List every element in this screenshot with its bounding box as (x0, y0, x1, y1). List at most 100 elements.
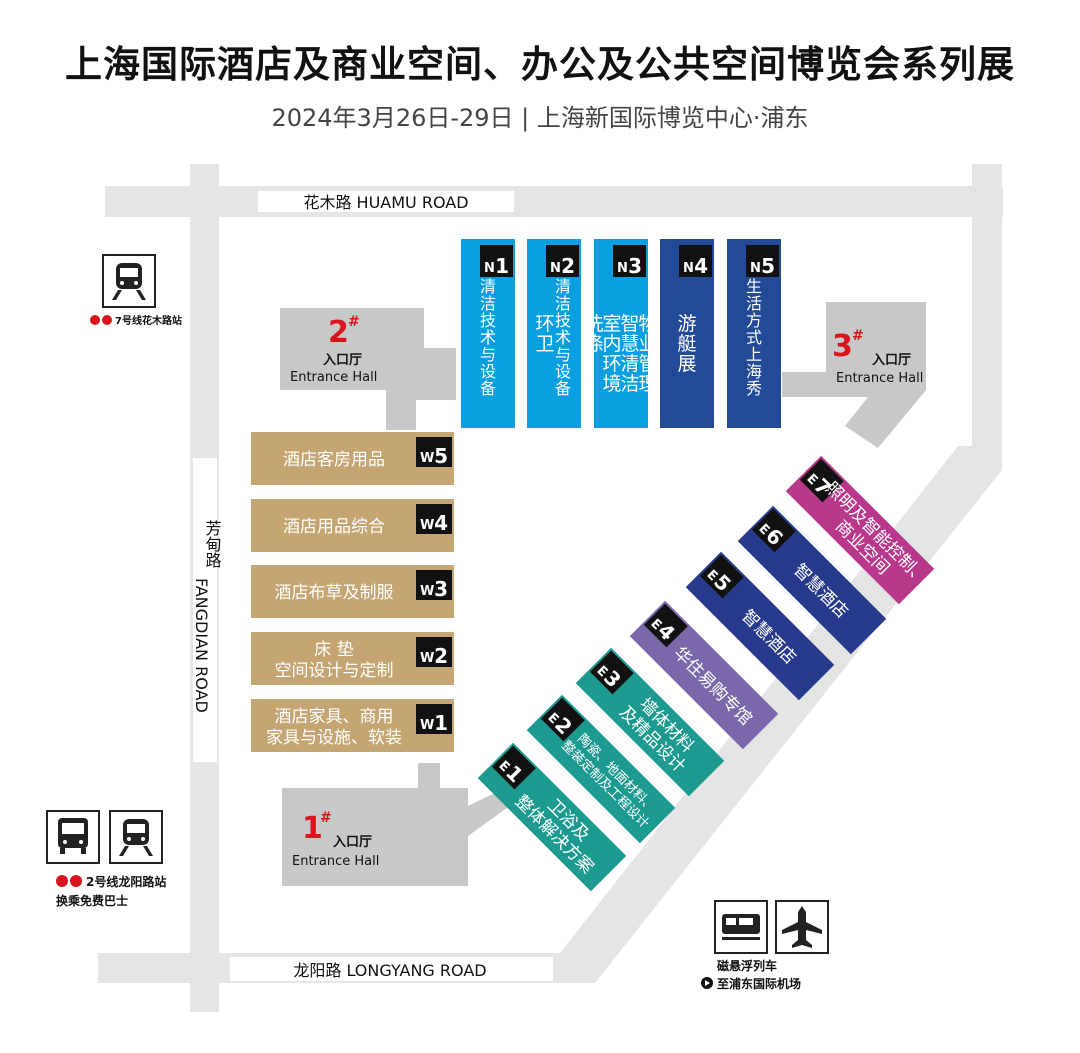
svg-text:Entrance Hall: Entrance Hall (290, 370, 377, 385)
svg-text:磁悬浮列车: 磁悬浮列车 (716, 958, 777, 973)
svg-text:境: 境 (602, 373, 621, 395)
north-road (105, 186, 1003, 217)
svg-text:方: 方 (746, 311, 762, 330)
svg-text:N: N (550, 261, 561, 276)
hall-label: 酒店家具、商用 (275, 707, 394, 727)
hall-label: 酒店客房用品 (283, 450, 385, 470)
svg-text:Entrance Hall: Entrance Hall (292, 854, 379, 869)
svg-text:1: 1 (495, 254, 509, 278)
svg-text:清: 清 (480, 277, 496, 296)
entrance-1-label: 1 # 入口厅 Entrance Hall (292, 810, 379, 869)
hall-label: 空间设计与定制 (275, 661, 394, 681)
svg-text:术: 术 (480, 328, 496, 347)
svg-text:海: 海 (746, 362, 762, 381)
metro-train-icon (112, 263, 146, 300)
svg-text:1: 1 (302, 811, 323, 846)
svg-text:物: 物 (638, 313, 657, 335)
svg-text:秀: 秀 (746, 379, 762, 398)
svg-text:室: 室 (602, 313, 621, 335)
airplane-icon (782, 906, 822, 948)
svg-text:#: # (852, 328, 864, 344)
svg-text:洁: 洁 (620, 373, 639, 395)
svg-text:设: 设 (555, 362, 571, 381)
east-road (972, 164, 1002, 446)
entrance-hall-3 (782, 302, 926, 448)
svg-text:1: 1 (434, 711, 448, 735)
svg-text:3: 3 (434, 577, 448, 601)
north-road-label: 花木路 HUAMU ROAD (303, 193, 468, 212)
svg-text:5: 5 (761, 254, 775, 278)
entrance-hall-1 (282, 763, 515, 886)
svg-text:至浦东国际机场: 至浦东国际机场 (717, 976, 801, 991)
metro-2-station: 2号线龙阳路站 换乘免费巴士 (46, 810, 166, 908)
hall-label-column: 环卫 (535, 313, 554, 355)
metro-train-icon (119, 819, 153, 856)
svg-text:N: N (683, 261, 694, 276)
svg-text:卫: 卫 (535, 333, 554, 355)
svg-text:入口厅: 入口厅 (333, 835, 372, 850)
svg-text:N: N (484, 261, 495, 276)
page-subtitle: 2024年3月26日-29日 | 上海新国际博览中心·浦东 (271, 104, 809, 132)
svg-text:N: N (617, 261, 628, 276)
svg-text:管: 管 (638, 353, 657, 375)
svg-text:4: 4 (434, 511, 448, 535)
svg-text:慧: 慧 (620, 333, 639, 355)
svg-text:洁: 洁 (480, 294, 496, 313)
svg-text:W: W (420, 651, 434, 666)
svg-text:#: # (320, 810, 332, 826)
svg-text:入口厅: 入口厅 (323, 353, 362, 368)
svg-text:3: 3 (628, 254, 642, 278)
line-7-icon (102, 315, 112, 325)
svg-text:#: # (348, 314, 360, 330)
svg-text:技: 技 (555, 311, 571, 330)
svg-text:W: W (420, 584, 434, 599)
svg-text:环: 环 (602, 353, 621, 375)
svg-text:3: 3 (832, 329, 853, 364)
svg-text:2: 2 (561, 254, 575, 278)
west-road-label-cn: 芳甸路 (203, 520, 222, 568)
line-2-icon (70, 875, 82, 887)
svg-text:技: 技 (480, 311, 496, 330)
svg-text:上: 上 (746, 345, 762, 364)
entrance-3-label: 3 # 入口厅 Entrance Hall (832, 328, 923, 386)
svg-text:业: 业 (638, 333, 657, 355)
svg-text:术: 术 (555, 328, 571, 347)
hall-label: 酒店用品综合 (283, 517, 385, 537)
svg-text:与: 与 (480, 345, 496, 364)
hall-label-column: 游艇展 (677, 313, 696, 375)
svg-text:2号线龙阳路站: 2号线龙阳路站 (86, 874, 166, 889)
svg-text:理: 理 (638, 373, 657, 395)
entrance-2-label: 2 # 入口厅 Entrance Hall (290, 314, 377, 385)
svg-text:生: 生 (746, 277, 762, 296)
svg-text:展: 展 (677, 353, 696, 375)
west-road-label-en: FANGDIAN ROAD (192, 578, 211, 713)
hall-label-column: 洗涤 (584, 313, 603, 355)
svg-text:2: 2 (434, 644, 448, 668)
hall-label: 家具与设施、软装 (266, 728, 402, 748)
svg-text:入口厅: 入口厅 (872, 353, 911, 368)
